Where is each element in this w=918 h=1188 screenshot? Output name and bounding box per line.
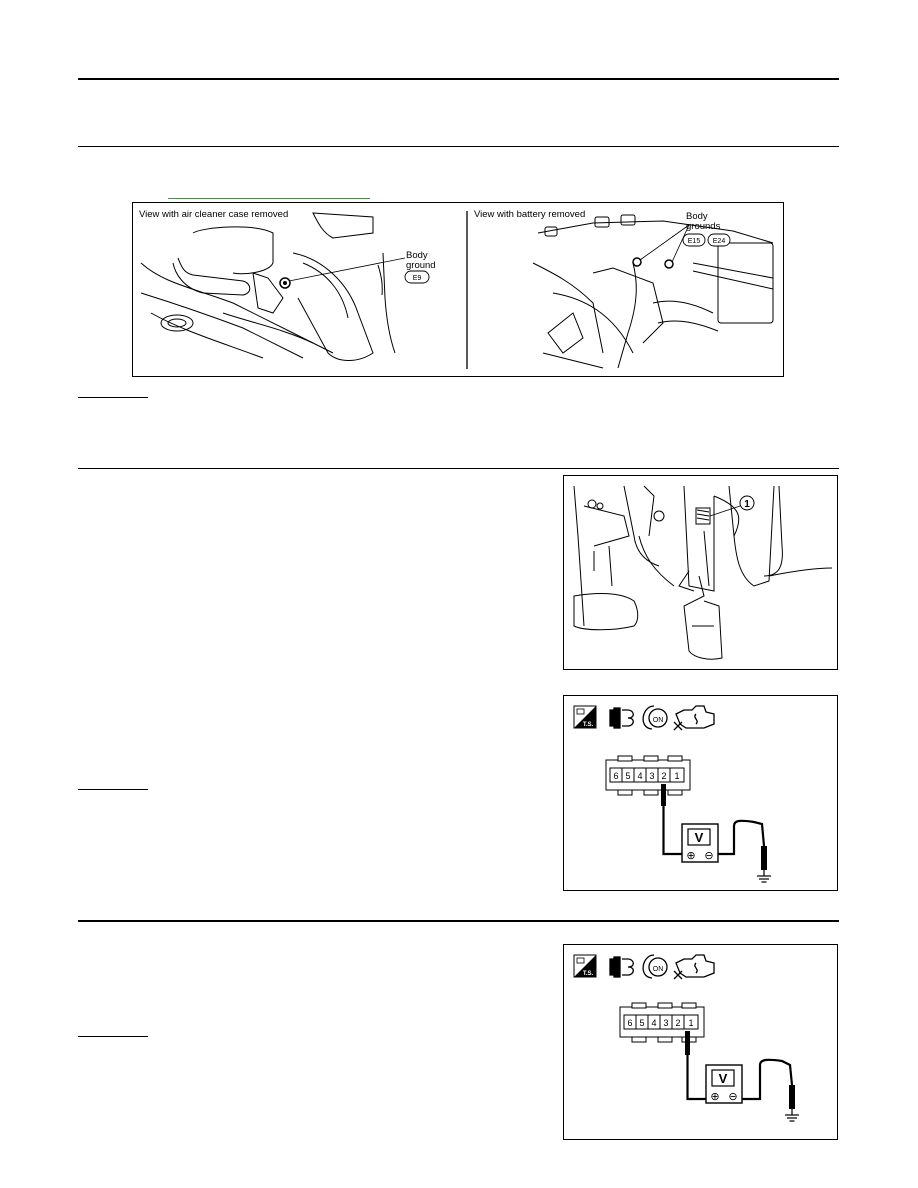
pin-5: 5 <box>639 1018 644 1028</box>
callout-leader <box>709 505 741 517</box>
pin-4: 4 <box>637 771 642 781</box>
on-label: ON <box>653 966 664 973</box>
meter-drawing-1: T.S. ON <box>573 705 771 883</box>
right-caption: View with battery removed <box>474 209 585 220</box>
pedal-sketch <box>573 485 833 660</box>
connector-e24-label: E24 <box>713 238 726 245</box>
section-divider-3 <box>78 920 839 922</box>
battery-tray-right-sketch <box>532 214 774 369</box>
leader-line-right-1 <box>639 224 690 261</box>
connector-badge-e15 <box>682 233 706 247</box>
ok-ng-underline-2 <box>78 789 148 790</box>
pin-4: 4 <box>651 1018 656 1028</box>
ground-location-figure: View with air cleaner case removed View … <box>132 202 784 377</box>
voltmeter-label: V <box>719 1071 728 1086</box>
engine-bay-left-sketch <box>140 212 396 361</box>
pin-6: 6 <box>627 1018 632 1028</box>
connector-e15-label: E15 <box>688 238 701 245</box>
engine-icon <box>673 705 715 731</box>
ok-ng-underline-3 <box>78 1036 148 1037</box>
voltmeter-plus: ⊕ <box>686 850 695 862</box>
connector-badge-e9 <box>404 270 430 284</box>
callout-number: 1 <box>744 499 750 510</box>
ignition-on-icon <box>642 954 668 979</box>
pedal-sensor-figure: 1 <box>563 475 838 670</box>
pin-1: 1 <box>674 771 679 781</box>
ground-bolt-e15 <box>632 257 642 267</box>
pin-6: 6 <box>613 771 618 781</box>
pin-3: 3 <box>649 771 654 781</box>
pin-2: 2 <box>661 771 666 781</box>
wire-negative <box>712 819 766 856</box>
ts-label: T.S. <box>583 971 594 977</box>
pin-2: 2 <box>675 1018 680 1028</box>
ok-ng-underline-1 <box>78 397 148 398</box>
ignition-on-icon <box>642 705 668 730</box>
pin-5: 5 <box>625 771 630 781</box>
ts-icon <box>573 705 597 729</box>
ground-location-drawing: View with air cleaner case removed View … <box>139 209 774 369</box>
wire-positive <box>662 806 686 856</box>
callout-circle <box>739 495 755 511</box>
leader-line-right-2 <box>671 224 690 263</box>
probe-negative <box>761 846 767 870</box>
probe-positive <box>661 784 666 806</box>
ground-symbol <box>785 1109 799 1122</box>
connector-badge-e24 <box>707 233 731 247</box>
voltmeter-plus: ⊕ <box>710 1091 719 1103</box>
connector-icon <box>609 707 634 729</box>
voltage-check-figure-1: T.S. ON <box>563 695 838 891</box>
ts-icon <box>573 954 597 978</box>
left-label-line2: ground <box>406 260 436 271</box>
meter-drawing-2: T.S. ON <box>573 954 799 1122</box>
left-caption: View with air cleaner case removed <box>139 209 288 220</box>
voltmeter-display <box>711 1069 735 1087</box>
pin-1: 1 <box>688 1018 693 1028</box>
right-label-line1: Body <box>686 211 708 222</box>
section-divider-1 <box>78 146 839 147</box>
left-label-line1: Body <box>406 250 428 261</box>
page-header-rule <box>78 78 839 80</box>
ts-label: T.S. <box>583 722 594 728</box>
ground-symbol <box>757 870 771 883</box>
leader-line-left <box>288 257 406 282</box>
voltmeter-minus: ⊖ <box>704 850 713 862</box>
section-divider-2 <box>78 468 839 469</box>
voltmeter-minus: ⊖ <box>728 1091 737 1103</box>
pedal-drawing: 1 <box>573 485 833 660</box>
probe-negative <box>789 1085 795 1109</box>
connector-icon <box>609 956 634 978</box>
reference-link-underline[interactable] <box>168 198 370 199</box>
probe-positive <box>685 1031 690 1055</box>
voltmeter-display <box>687 828 711 846</box>
on-label: ON <box>653 717 664 724</box>
right-label-line2: grounds <box>686 221 721 232</box>
wire-negative <box>736 1058 794 1101</box>
voltage-check-figure-2: T.S. ON <box>563 944 838 1140</box>
harness-connector <box>605 755 691 796</box>
ground-bolt-e24 <box>664 259 674 269</box>
wire-positive <box>686 1055 710 1101</box>
engine-icon <box>673 954 715 980</box>
voltmeter-label: V <box>695 830 704 845</box>
pin-3: 3 <box>663 1018 668 1028</box>
connector-e9-label: E9 <box>413 275 422 282</box>
